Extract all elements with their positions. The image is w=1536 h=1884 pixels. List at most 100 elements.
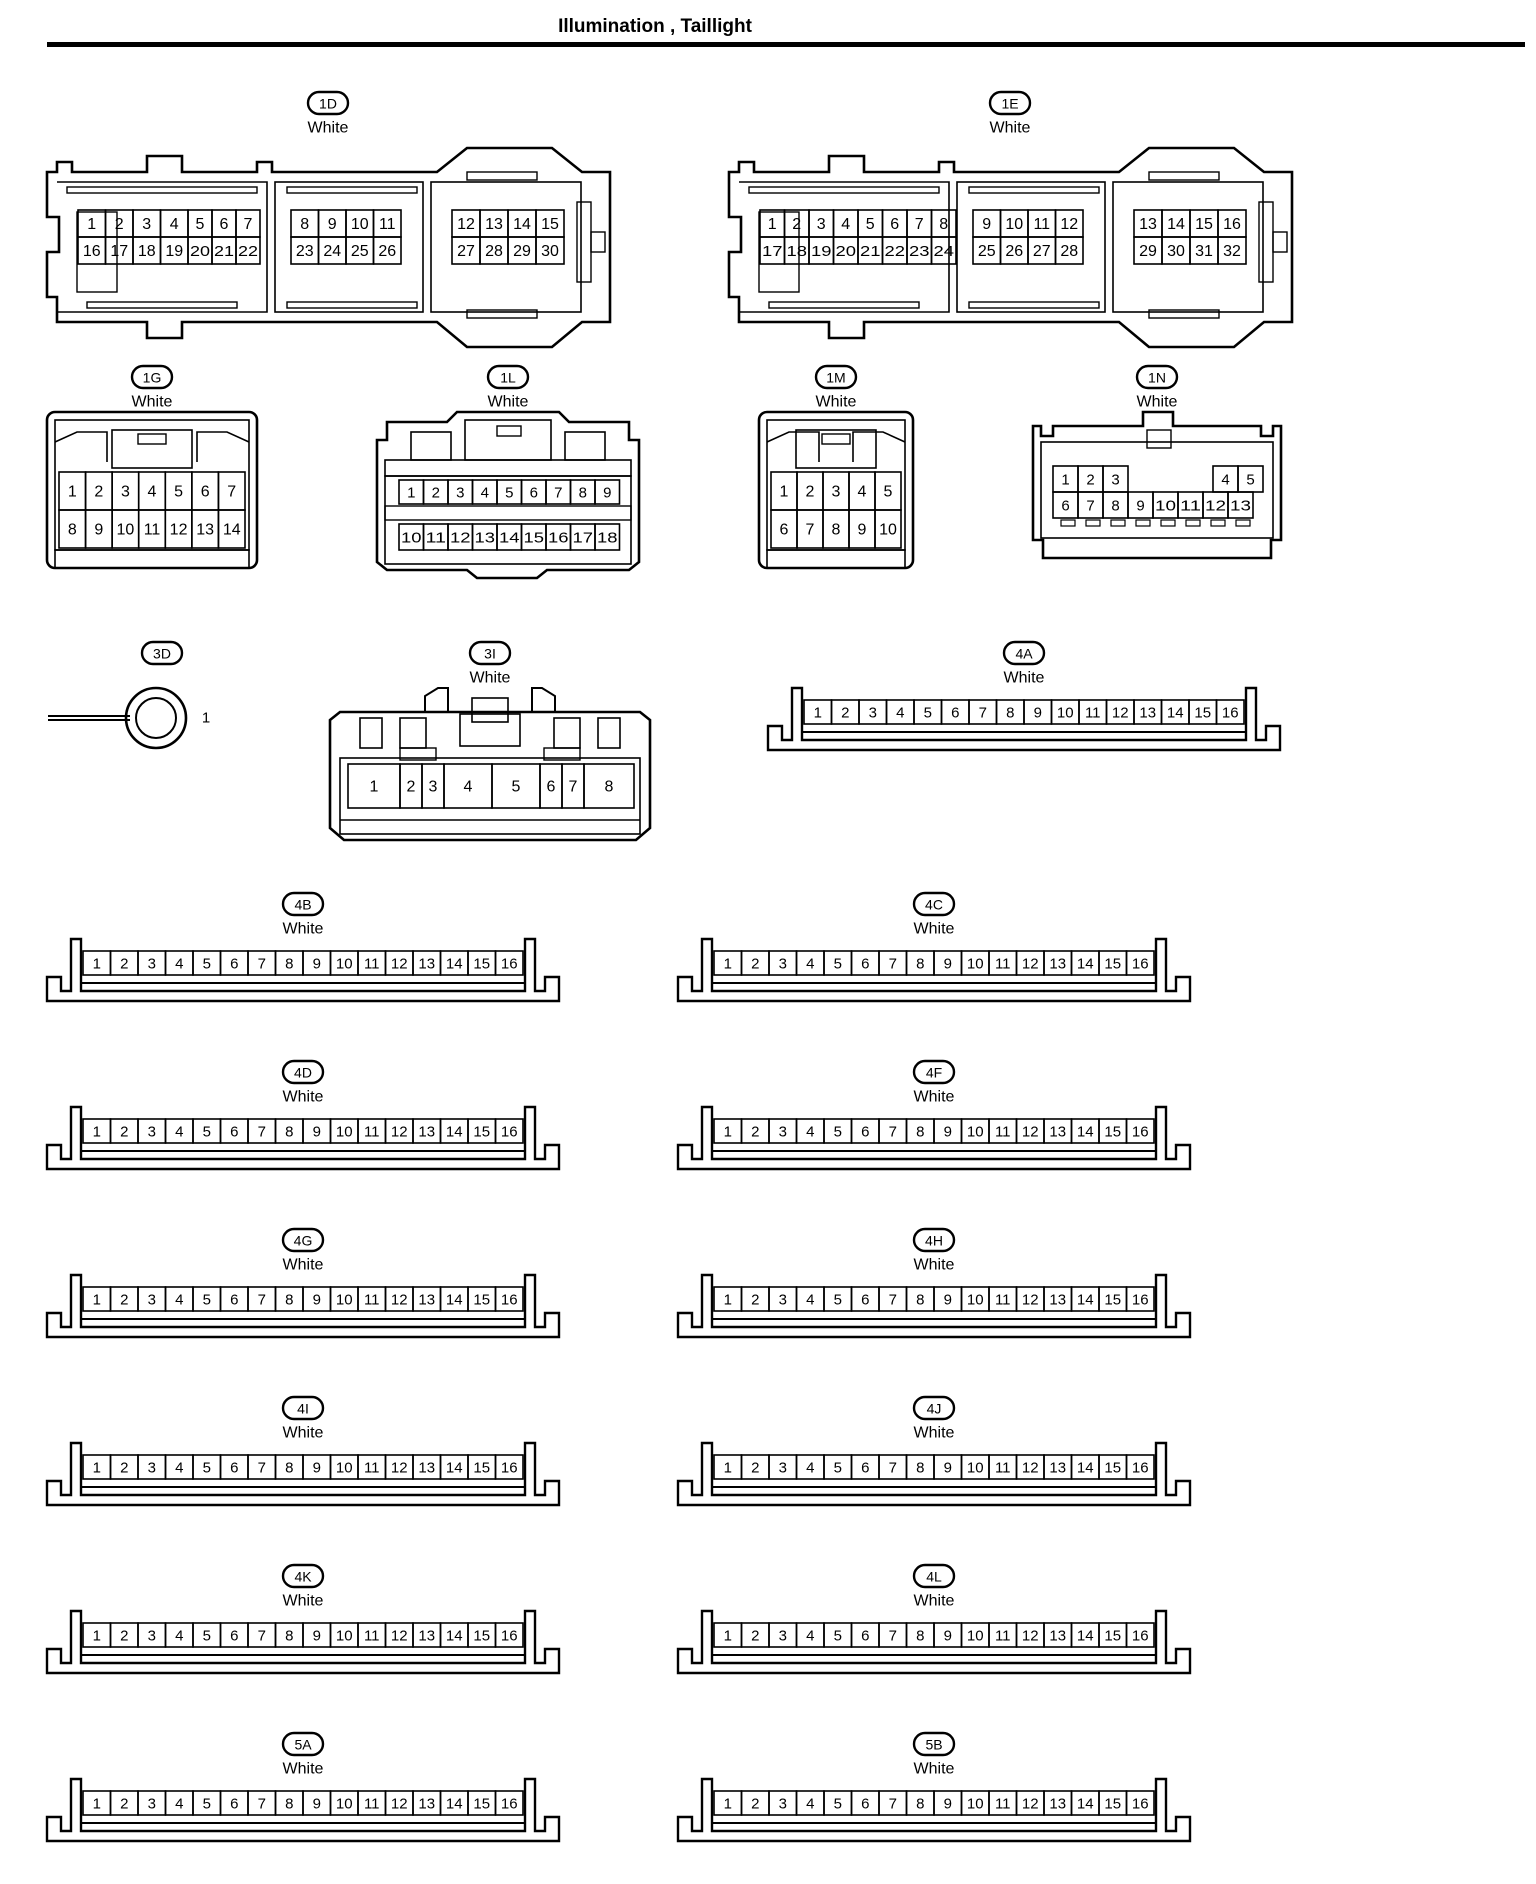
page-title: Illumination , Taillight	[558, 16, 752, 37]
outline	[466, 171, 538, 181]
pin-number: 1	[1061, 472, 1069, 489]
pin-number: 15	[473, 1124, 490, 1141]
pin-number: 14	[513, 216, 531, 233]
pin-number: 4	[175, 1124, 183, 1141]
pin-cell	[494, 1622, 524, 1648]
connector-id-badge	[814, 364, 858, 390]
pin-number: 6	[861, 1124, 869, 1141]
outline	[676, 1273, 1192, 1339]
pin-number: 10	[336, 1628, 353, 1645]
outline	[45, 146, 612, 349]
pin-number: 13	[418, 1292, 435, 1309]
pin-number: 19	[811, 243, 832, 260]
pin-number: 9	[603, 485, 611, 502]
pin-number: 3	[869, 705, 877, 722]
pin-number: 3	[121, 484, 130, 501]
pin-number: 5	[203, 1292, 211, 1309]
pin-number: 21	[214, 243, 234, 260]
connector-id: 4I	[297, 1401, 309, 1417]
pin-number: 10	[967, 1460, 984, 1477]
pin-number: 18	[787, 243, 808, 260]
pin-number: 3	[779, 1628, 787, 1645]
pin-number: 13	[1049, 1460, 1066, 1477]
pin-number: 29	[513, 243, 531, 260]
pin-number: 13	[418, 1460, 435, 1477]
connector-id: 4A	[1015, 646, 1033, 662]
pin-number: 4	[806, 1628, 814, 1645]
connector-color-label: White	[914, 1425, 955, 1442]
pin-number: 15	[1194, 705, 1211, 722]
pin-number: 12	[391, 1292, 408, 1309]
pin-cell	[535, 236, 565, 265]
outline	[1148, 309, 1220, 319]
pin-number: 3	[148, 956, 156, 973]
pin-number: 14	[1077, 1628, 1094, 1645]
pin-number: 2	[120, 1124, 128, 1141]
pin-number: 11	[995, 1628, 1011, 1645]
pin-number: 13	[1139, 216, 1157, 233]
pin-number: 10	[336, 956, 353, 973]
pin-number: 15	[524, 530, 545, 547]
pin-number: 10	[967, 1796, 984, 1813]
pin-number: 16	[501, 1796, 518, 1813]
outline	[328, 710, 652, 842]
pin-number: 16	[501, 1124, 518, 1141]
connector-id-badge	[912, 1059, 956, 1085]
pin-number: 17	[573, 530, 594, 547]
pin-number: 14	[499, 530, 520, 547]
pin-number: 7	[889, 1460, 897, 1477]
pin-number: 12	[391, 1796, 408, 1813]
pin-number: 16	[1132, 1628, 1149, 1645]
pin-number: 3	[456, 485, 464, 502]
pin-number: 3	[429, 779, 438, 796]
connector-color-label: White	[1137, 394, 1178, 411]
pin-number: 12	[1022, 1124, 1039, 1141]
pin-number: 5	[203, 1124, 211, 1141]
pin-latch	[1235, 519, 1251, 527]
pin-cell	[1054, 236, 1084, 265]
pin-number: 28	[485, 243, 503, 260]
pin-number: 1	[93, 1628, 101, 1645]
outline	[384, 505, 632, 521]
pin-number: 12	[1022, 1628, 1039, 1645]
connector-id-badge	[281, 1563, 325, 1589]
connector-id-badge	[281, 891, 325, 917]
pin-number: 15	[473, 1628, 490, 1645]
outline	[359, 717, 383, 749]
pin-number: 11	[1033, 216, 1050, 233]
pin-number: 26	[1005, 243, 1023, 260]
pin-number: 1	[202, 710, 210, 727]
pin-number: 12	[1022, 1292, 1039, 1309]
pin-cell	[1125, 950, 1155, 976]
outline	[1146, 429, 1172, 449]
pin-cell	[1125, 1286, 1155, 1312]
connector-id: 1G	[143, 370, 162, 386]
outline	[66, 186, 258, 194]
pin-number: 8	[916, 1628, 924, 1645]
pin-cell	[594, 479, 621, 505]
pin-latch	[1185, 519, 1201, 527]
pin-number: 16	[501, 1628, 518, 1645]
pin-number: 12	[1112, 705, 1129, 722]
pin-number: 14	[446, 1460, 463, 1477]
connector-id-badge	[468, 640, 512, 666]
pin-number: 12	[1022, 1796, 1039, 1813]
pin-number: 4	[806, 1124, 814, 1141]
pin-number: 16	[1223, 216, 1241, 233]
connector-id: 4B	[294, 897, 311, 913]
pin-number: 8	[285, 956, 293, 973]
outline	[543, 747, 581, 761]
outline	[45, 937, 561, 1003]
pin-number: 9	[313, 956, 321, 973]
connector-id: 4K	[294, 1569, 312, 1585]
connector-id-badge	[1135, 364, 1179, 390]
pin-number: 11	[995, 1292, 1011, 1309]
pin-number: 9	[944, 1796, 952, 1813]
outline	[1040, 441, 1274, 539]
